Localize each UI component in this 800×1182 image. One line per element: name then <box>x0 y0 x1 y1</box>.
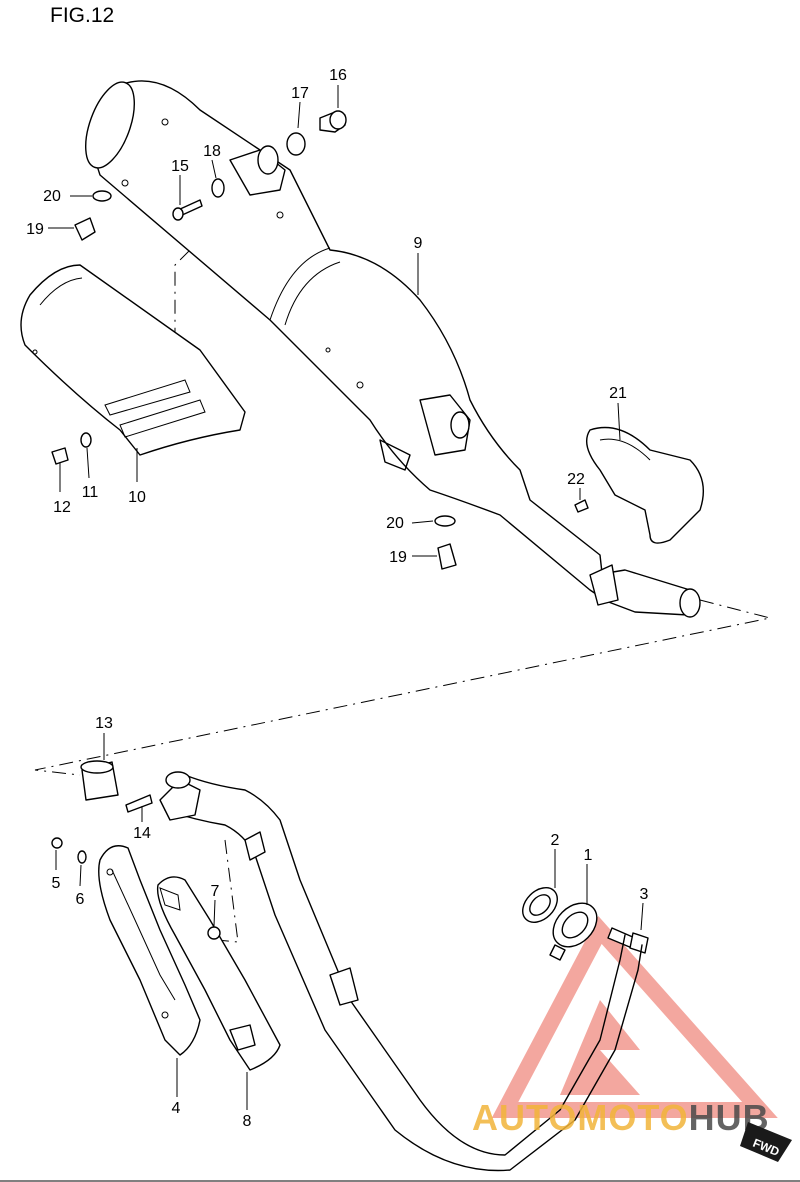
callout-8: 8 <box>243 1113 252 1130</box>
callout-1: 1 <box>584 847 593 864</box>
leader-lines <box>34 249 771 943</box>
callout-22: 22 <box>567 471 585 488</box>
callout-9: 9 <box>414 235 423 252</box>
fwd-badge: FWD <box>740 1122 792 1162</box>
callout-10: 10 <box>128 489 146 506</box>
watermark-logo <box>491 916 778 1118</box>
exhaust-flange <box>549 902 598 961</box>
callout-18: 18 <box>203 143 221 160</box>
callout-20-lower: 20 <box>386 515 404 532</box>
callout-17: 17 <box>291 85 309 102</box>
exhaust-header-pipe <box>159 771 643 1172</box>
callout-14: 14 <box>133 825 151 842</box>
muffler-outlet <box>589 564 701 618</box>
figure-title: FIG.12 <box>50 4 115 27</box>
collar <box>80 760 119 801</box>
callout-7: 7 <box>211 883 220 900</box>
svg-text:AUTOMOTOHUB: AUTOMOTOHUB <box>472 1097 770 1138</box>
callout-11: 11 <box>82 484 99 501</box>
callout-19-upper: 19 <box>26 221 44 238</box>
callout-13: 13 <box>95 715 113 732</box>
callout-4: 4 <box>172 1100 181 1117</box>
cover-plate-b <box>156 876 281 1071</box>
cover-plate-a <box>98 845 201 1056</box>
callout-16: 16 <box>329 67 347 84</box>
muffler-cover <box>20 264 246 456</box>
heat-pad <box>586 426 704 544</box>
callout-5: 5 <box>52 875 61 892</box>
callout-15: 15 <box>171 158 189 175</box>
flange-bolt <box>607 927 649 954</box>
muffler <box>85 80 606 601</box>
callout-6: 6 <box>76 891 85 908</box>
gasket <box>522 887 558 923</box>
hardware <box>51 110 589 940</box>
callout-3: 3 <box>640 886 649 903</box>
callout-2: 2 <box>551 832 560 849</box>
callout-20-upper: 20 <box>43 188 61 205</box>
callout-labels: 16 17 18 15 20 19 9 21 22 20 19 12 11 10… <box>26 67 648 1130</box>
watermark-text: AUTOMOTOHUB FWD <box>472 1097 792 1162</box>
callout-12: 12 <box>53 499 71 516</box>
callout-21: 21 <box>609 385 627 402</box>
watermark-primary: AUTOMOTO <box>472 1097 689 1138</box>
callout-19-lower: 19 <box>389 549 407 566</box>
callout-leaders <box>48 85 644 1110</box>
